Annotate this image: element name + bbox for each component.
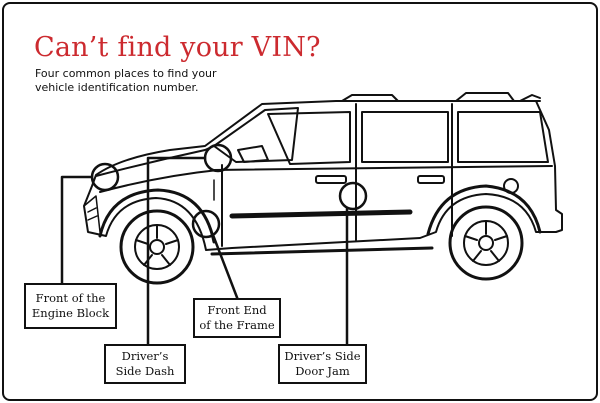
belt-line <box>213 165 553 171</box>
subtitle-line-1: Four common places to find your <box>35 67 217 80</box>
roof-rack <box>337 92 541 102</box>
label-front-end-of-frame: Front End of the Frame <box>193 298 281 338</box>
front-wheel <box>119 209 195 285</box>
label-drivers-side-dash: Driver’s Side Dash <box>104 344 186 384</box>
callout-circle-frame <box>191 209 221 239</box>
leader-side-dash <box>146 156 207 347</box>
running-board <box>210 246 434 256</box>
rear-door-handle <box>417 175 445 184</box>
side-mirror <box>237 145 269 163</box>
subtitle-line-2: vehicle identification number. <box>35 81 199 94</box>
cargo-window <box>457 111 549 163</box>
rear-wheel <box>448 205 524 281</box>
hood-line <box>95 145 215 177</box>
suv-body-outline <box>83 100 563 251</box>
front-door-window <box>267 111 351 165</box>
windshield <box>213 107 299 163</box>
page-subtitle: Four common places to find your vehicle … <box>35 67 275 95</box>
label-drivers-side-door-jam: Driver’s Side Door Jam <box>278 344 367 384</box>
side-molding <box>229 209 413 219</box>
front-grille <box>83 195 101 233</box>
callout-circle-door-jam <box>338 181 368 211</box>
label-front-of-engine-block: Front of the Engine Block <box>24 283 117 329</box>
rear-door-window <box>361 111 449 163</box>
rear-fender-flare <box>426 184 542 236</box>
leader-engine-block <box>60 175 94 286</box>
front-fender-flare <box>98 188 216 244</box>
front-door-handle <box>315 175 347 184</box>
page-title: Can’t find your VIN? <box>34 32 321 63</box>
leader-frame <box>211 233 240 302</box>
